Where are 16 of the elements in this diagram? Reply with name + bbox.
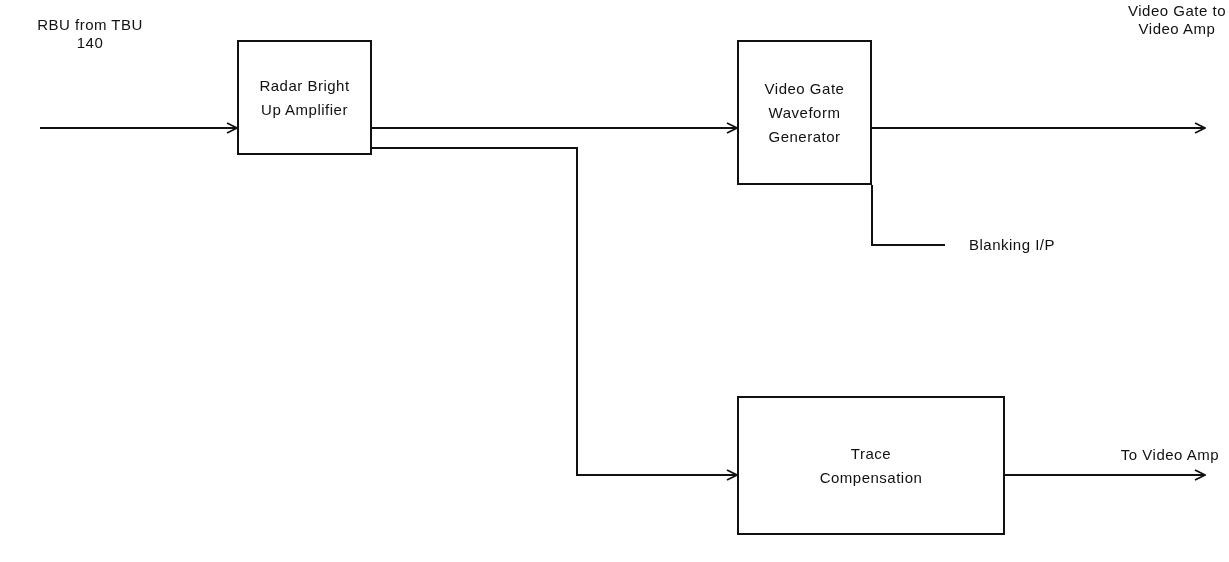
block-title: Radar Bright Up Amplifier — [258, 75, 351, 120]
connector-line — [871, 184, 946, 246]
arrow — [871, 122, 1206, 134]
arrow — [371, 147, 738, 481]
arrow — [1004, 469, 1206, 481]
signal-label: RBU from TBU 140 — [36, 16, 144, 52]
arrow — [39, 122, 238, 134]
signal-label: Video Gate to Video Amp — [1127, 2, 1227, 38]
process-box — [737, 40, 872, 185]
process-box — [237, 40, 372, 155]
arrow — [371, 122, 738, 134]
process-box — [737, 396, 1005, 535]
block-title: Trace Compensation — [818, 443, 924, 488]
signal-label: To Video Amp — [1120, 446, 1220, 464]
block-title: Video Gate Waveform Generator — [763, 78, 846, 147]
signal-label: Blanking I/P — [969, 236, 1056, 254]
